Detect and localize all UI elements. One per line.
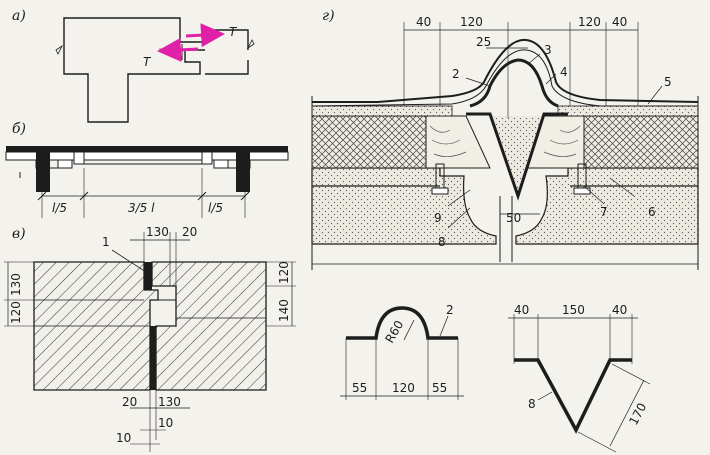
dim-g-50: 50 bbox=[506, 211, 521, 225]
force-arrow-right bbox=[185, 23, 225, 48]
callout-g-9: 9 bbox=[434, 211, 442, 225]
dim-d8-40-right: 40 bbox=[612, 303, 627, 317]
detail-compensator-2: 55 120 55 R60 2 bbox=[340, 303, 464, 400]
dim-3-5l: 3/5 l bbox=[128, 201, 155, 215]
dim-v-bot-10a: 10 bbox=[158, 416, 173, 430]
callout-g-7: 7 bbox=[600, 205, 608, 219]
dim-g-25: 25 bbox=[476, 35, 491, 49]
panel-v: в) 1 130 20 130 120 120 140 bbox=[4, 225, 296, 452]
dim-l5-right: l/5 bbox=[208, 201, 223, 215]
dim-d8-170: 170 bbox=[626, 401, 649, 428]
callout-g-5: 5 bbox=[664, 75, 672, 89]
dim-d8-150: 150 bbox=[562, 303, 585, 317]
dim-d2-55-left: 55 bbox=[352, 381, 367, 395]
callout-d8: 8 bbox=[528, 397, 536, 411]
dim-v-bot-10b: 10 bbox=[116, 431, 131, 445]
force-label-left: T bbox=[143, 55, 152, 69]
force-arrow-left bbox=[157, 37, 199, 62]
dim-v-bot-20: 20 bbox=[122, 395, 137, 409]
dim-g-40-right: 40 bbox=[612, 15, 627, 29]
dim-g-120-left: 120 bbox=[460, 15, 483, 29]
dim-l5-left: l/5 bbox=[52, 201, 67, 215]
panel-b-label: б) bbox=[12, 121, 26, 137]
dim-v-right-120: 120 bbox=[277, 261, 291, 284]
dim-v-left-130: 130 bbox=[9, 273, 23, 296]
callout-g-8: 8 bbox=[438, 235, 446, 249]
panel-a-label: а) bbox=[12, 8, 26, 24]
dim-v-bot-130: 130 bbox=[158, 395, 181, 409]
dim-d2-120: 120 bbox=[392, 381, 415, 395]
callout-g-2: 2 bbox=[452, 67, 460, 81]
panel-b: б) l/5 3/5 l l/5 bbox=[5, 121, 289, 218]
dim-d2-55-right: 55 bbox=[432, 381, 447, 395]
force-label-right: T bbox=[229, 25, 238, 39]
detail-channel-8: 40 150 40 170 8 bbox=[508, 303, 651, 453]
radius-r60: R60 bbox=[382, 318, 406, 345]
panel-v-label: в) bbox=[12, 226, 26, 242]
dim-v-left-120: 120 bbox=[9, 301, 23, 324]
callout-1: 1 bbox=[102, 235, 110, 249]
callout-d2: 2 bbox=[446, 303, 454, 317]
dim-d8-40-left: 40 bbox=[514, 303, 529, 317]
dim-v-top-130: 130 bbox=[146, 225, 169, 239]
callout-g-3: 3 bbox=[544, 43, 552, 57]
dim-g-120-right: 120 bbox=[578, 15, 601, 29]
panel-g-label: г) bbox=[322, 8, 335, 24]
panel-g: г) bbox=[311, 8, 699, 270]
dim-g-40-left: 40 bbox=[416, 15, 431, 29]
callout-g-4: 4 bbox=[560, 65, 568, 79]
panel-a: а) T T bbox=[12, 8, 255, 123]
callout-g-6: 6 bbox=[648, 205, 656, 219]
dim-v-top-20: 20 bbox=[182, 225, 197, 239]
dim-v-right-140: 140 bbox=[277, 299, 291, 322]
